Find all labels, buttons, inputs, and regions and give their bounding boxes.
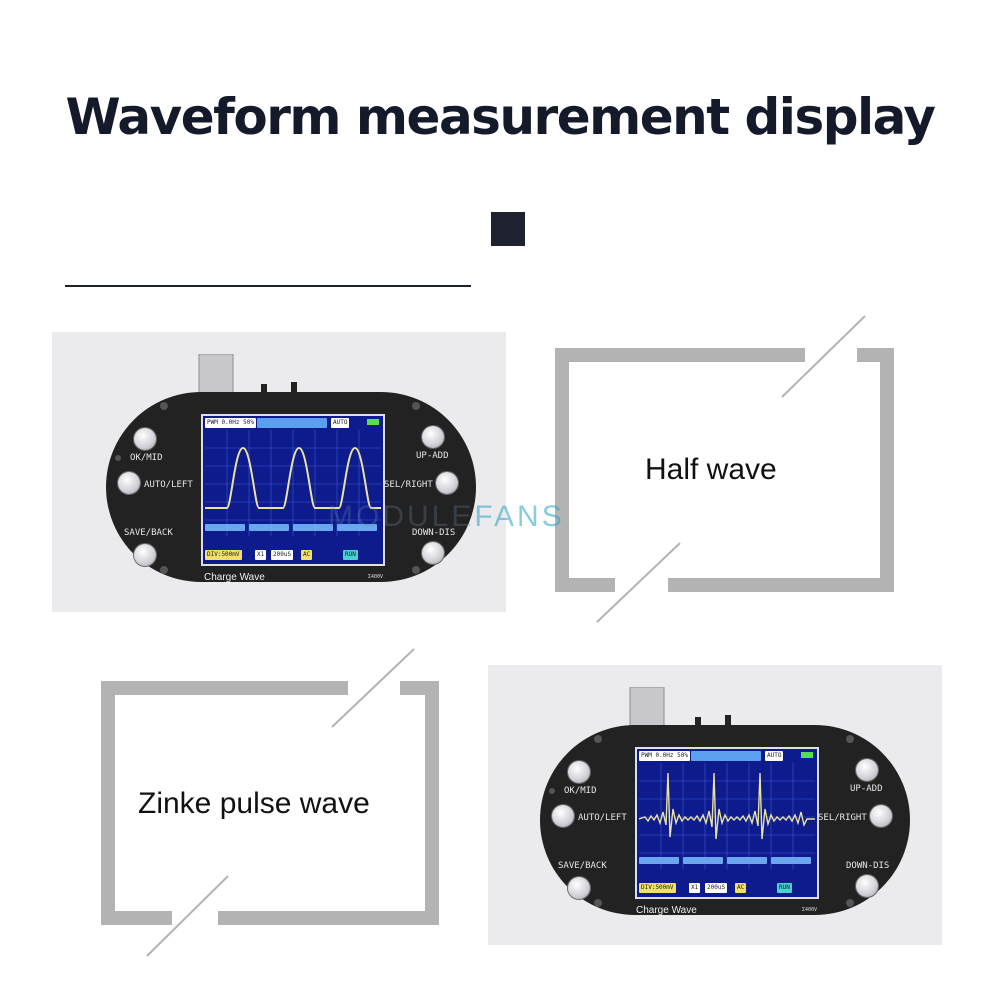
probe-tag: X1: [255, 550, 267, 560]
sel-right-button[interactable]: [870, 805, 892, 827]
screen-top-bar: PWM 0.0Hz 50% AUTO: [639, 751, 815, 762]
run-tag: RUN: [343, 550, 358, 560]
title-rule: [65, 285, 471, 287]
watermark-part2: FANS: [474, 500, 565, 533]
mode-tag: AUTO: [331, 418, 350, 428]
device-panel-bottom: OK/MID AUTO/LEFT SAVE/BACK UP-ADD SEL/RI…: [488, 665, 942, 945]
time-tag: 200uS: [705, 883, 728, 893]
save-back-button[interactable]: [134, 544, 156, 566]
title-square: [491, 212, 525, 246]
sel-right-label: SEL/RIGHT: [384, 480, 433, 490]
time-tag: 200uS: [271, 550, 294, 560]
probe-tag: X1: [689, 883, 701, 893]
screen-top-bar: PWM 0.0Hz 50% AUTO: [205, 418, 381, 429]
auto-left-label: AUTO/LEFT: [578, 813, 627, 823]
ok-mid-button[interactable]: [134, 428, 156, 450]
oscilloscope-device-half-wave: OK/MID AUTO/LEFT SAVE/BACK UP-ADD SEL/RI…: [106, 354, 476, 583]
coupling-tag: AC: [301, 550, 313, 560]
wave-thumbnail: [257, 418, 327, 428]
half-wave-trace: [205, 430, 381, 536]
pwm-tag: PWM 0.0Hz 50%: [205, 418, 256, 428]
voltage-label: Σ400V: [368, 574, 384, 580]
screen-bottom-bar: DIV:500mV X1 200uS AC RUN: [639, 883, 815, 894]
ok-mid-label: OK/MID: [564, 786, 597, 796]
screen-bottom-bar: DIV:500mV X1 200uS AC RUN: [205, 550, 381, 561]
up-add-button[interactable]: [422, 426, 444, 448]
run-tag: RUN: [777, 883, 792, 893]
sel-right-button[interactable]: [436, 472, 458, 494]
oscilloscope-device-pulse-wave: OK/MID AUTO/LEFT SAVE/BACK UP-ADD SEL/RI…: [540, 687, 910, 916]
auto-left-label: AUTO/LEFT: [144, 480, 193, 490]
coupling-tag: AC: [735, 883, 747, 893]
save-back-label: SAVE/BACK: [558, 861, 607, 871]
mode-tag: AUTO: [765, 751, 784, 761]
page-title: Waveform measurement display: [65, 88, 936, 146]
battery-icon: [367, 419, 379, 425]
down-dis-label: DOWN-DIS: [412, 528, 456, 538]
watermark-part1: MODULE: [328, 500, 475, 533]
battery-icon: [801, 752, 813, 758]
sel-right-label: SEL/RIGHT: [818, 813, 867, 823]
brand-label: Charge Wave: [636, 905, 697, 916]
lcd-screen: PWM 0.0Hz 50% AUTO: [201, 414, 385, 566]
brand-label: Charge Wave: [204, 572, 265, 583]
watermark: MODULEFANS: [328, 500, 565, 534]
up-add-label: UP-ADD: [850, 784, 883, 794]
div-tag: DIV:500mV: [639, 883, 676, 893]
auto-left-button[interactable]: [552, 805, 574, 827]
pwm-tag: PWM 0.0Hz 50%: [639, 751, 690, 761]
down-dis-button[interactable]: [856, 875, 878, 897]
pulse-wave-trace: [639, 763, 815, 869]
ok-mid-button[interactable]: [568, 761, 590, 783]
up-add-button[interactable]: [856, 759, 878, 781]
div-tag: DIV:500mV: [205, 550, 242, 560]
wave-thumbnail: [691, 751, 761, 761]
save-back-label: SAVE/BACK: [124, 528, 173, 538]
half-wave-caption: Half wave: [645, 453, 777, 486]
down-dis-label: DOWN-DIS: [846, 861, 890, 871]
lcd-screen: PWM 0.0Hz 50% AUTO: [635, 747, 819, 899]
down-dis-button[interactable]: [422, 542, 444, 564]
device-panel-top: OK/MID AUTO/LEFT SAVE/BACK UP-ADD SEL/RI…: [52, 332, 506, 612]
voltage-label: Σ400V: [802, 907, 818, 913]
save-back-button[interactable]: [568, 877, 590, 899]
ok-mid-label: OK/MID: [130, 453, 163, 463]
up-add-label: UP-ADD: [416, 451, 449, 461]
zinke-pulse-wave-caption: Zinke pulse wave: [138, 787, 370, 820]
auto-left-button[interactable]: [118, 472, 140, 494]
